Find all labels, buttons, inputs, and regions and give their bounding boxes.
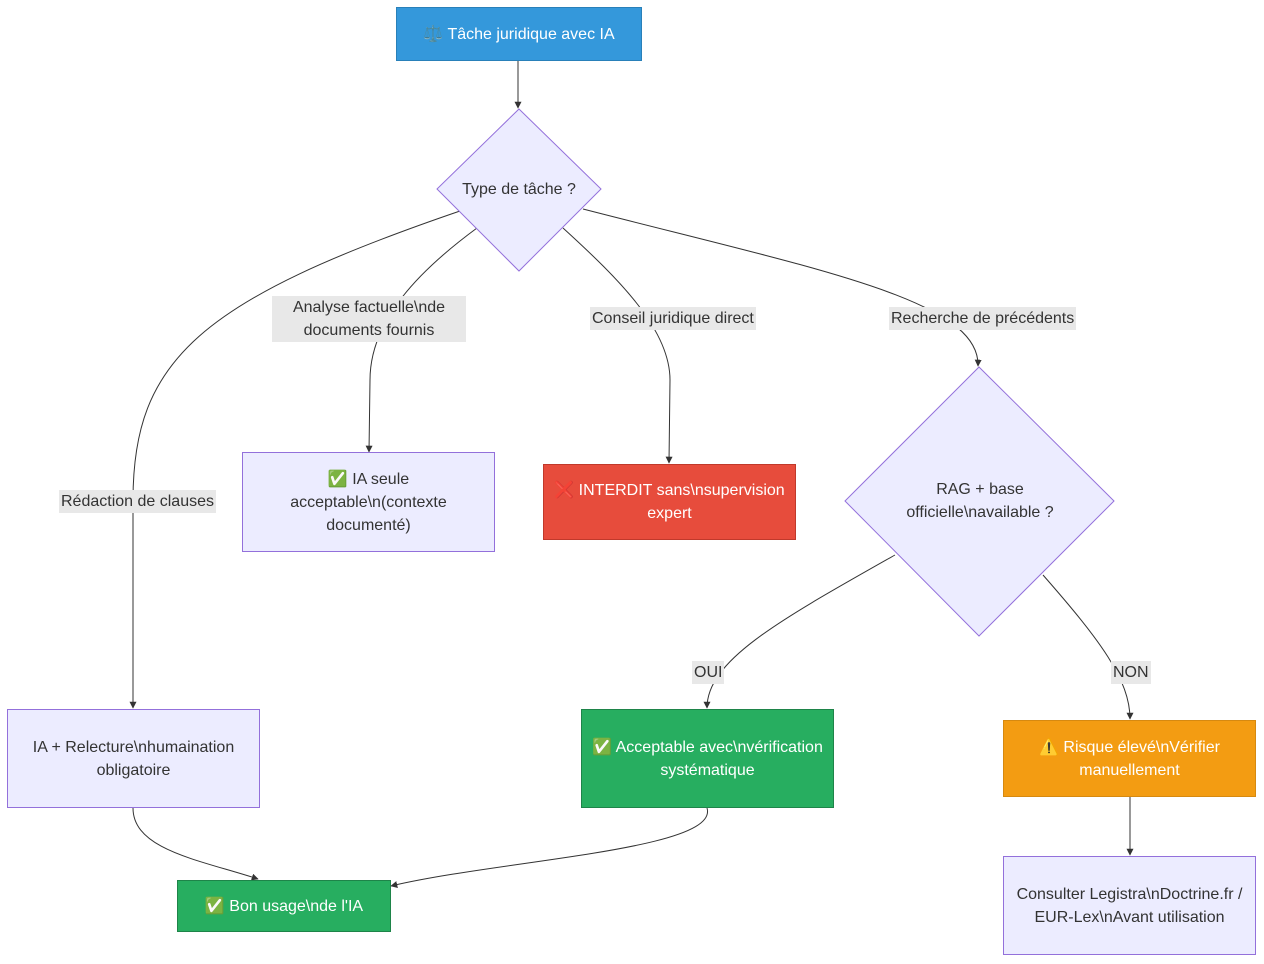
- acceptable-node: ✅ Acceptable avec\nvérification systémat…: [581, 709, 834, 808]
- edge-label-non: NON: [1111, 661, 1151, 684]
- edge-label-conseil: Conseil juridique direct: [590, 307, 756, 330]
- edge-label-oui: OUI: [692, 661, 725, 684]
- edge-rag-to-risque: [1042, 574, 1134, 720]
- ia-seule-node: ✅ IA seule acceptable\n(contexte documen…: [242, 452, 495, 552]
- interdit-text: ❌ INTERDIT sans\nsupervision expert: [554, 482, 790, 522]
- start-node-text: ⚖️ Tâche juridique avec IA: [423, 25, 615, 43]
- decision-rag-diamond: [844, 366, 1115, 637]
- edge-type-to-relecture: [129, 210, 461, 709]
- edge-relecture-to-bon-usage: [132, 807, 259, 881]
- edge-type-to-interdit: [562, 227, 673, 464]
- edge-label-recherche: Recherche de précédents: [889, 307, 1077, 330]
- consulter-node: Consulter Legistra\nDoctrine.fr / EUR-Le…: [1003, 856, 1256, 955]
- bon-usage-text: ✅ Bon usage\nde l'IA: [204, 897, 364, 915]
- edge-rag-to-acceptable: [703, 554, 896, 709]
- risque-text: ⚠️ Risque élevé\nVérifier manuellement: [1039, 738, 1225, 779]
- ia-seule-text: ✅ IA seule acceptable\n(contexte documen…: [290, 470, 452, 534]
- edge-label-analyse: Analyse factuelle\nde documents fournis: [272, 296, 466, 342]
- decision-type-text: Type de tâche ?: [462, 181, 576, 198]
- decision-type-diamond: [436, 108, 602, 272]
- start-node: ⚖️ Tâche juridique avec IA: [396, 7, 642, 61]
- consulter-text: Consulter Legistra\nDoctrine.fr / EUR-Le…: [1016, 885, 1247, 926]
- edge-type-to-rag: [582, 208, 982, 367]
- acceptable-text: ✅ Acceptable avec\nvérification systémat…: [592, 738, 828, 779]
- interdit-node: ❌ INTERDIT sans\nsupervision expert: [543, 464, 796, 540]
- relecture-text: IA + Relecture\nhumaination obligatoire: [32, 738, 239, 779]
- relecture-node: IA + Relecture\nhumaination obligatoire: [7, 709, 260, 808]
- edge-acceptable-to-bon-usage: [390, 807, 708, 888]
- decision-rag-text: RAG + base officielle\navailable ?: [906, 481, 1054, 521]
- bon-usage-node: ✅ Bon usage\nde l'IA: [177, 880, 391, 932]
- edge-label-redaction: Rédaction de clauses: [59, 490, 216, 513]
- risque-node: ⚠️ Risque élevé\nVérifier manuellement: [1003, 720, 1256, 797]
